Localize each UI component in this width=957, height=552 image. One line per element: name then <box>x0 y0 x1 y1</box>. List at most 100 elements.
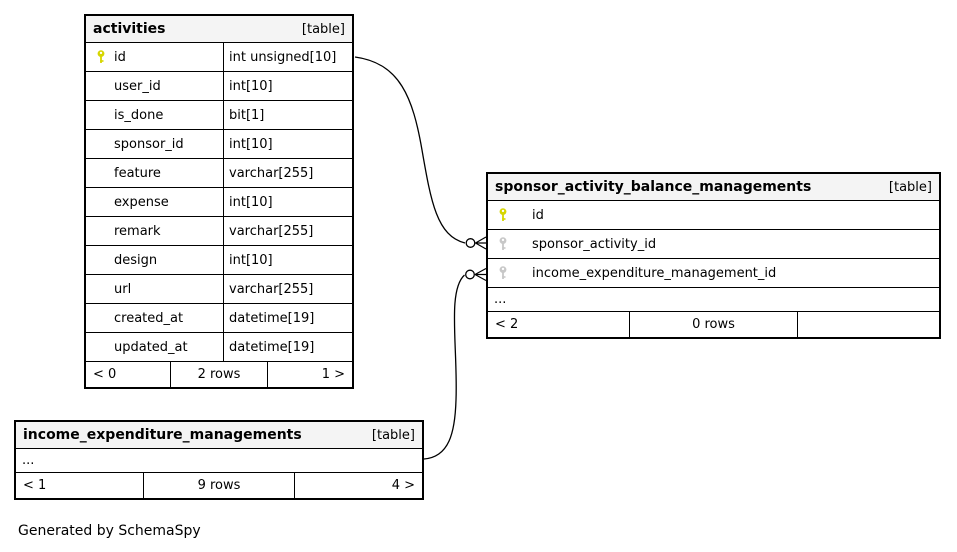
table-name[interactable]: activities <box>93 21 166 37</box>
column-name: sponsor_activity_id <box>532 236 657 252</box>
footer-prev-degree: < 0 <box>93 367 117 382</box>
column-name-cell: is_done <box>86 101 223 129</box>
generator-footnote: Generated by SchemaSpy <box>18 523 201 539</box>
column-row: design int[10] <box>86 245 352 274</box>
column-type: int[10] <box>223 188 352 216</box>
column-row: remark varchar[255] <box>86 216 352 245</box>
column-name-cell: id <box>86 43 223 71</box>
footer-next-degree <box>798 312 939 337</box>
footer-row-count: 2 rows <box>169 362 269 387</box>
column-name: user_id <box>114 78 161 94</box>
column-name: updated_at <box>114 339 188 355</box>
column-type: varchar[255] <box>223 159 352 187</box>
relationship-line-activities-to-sponsor-balance <box>354 56 487 250</box>
column-row: id <box>488 201 939 229</box>
footer-prev-degree: < 1 <box>23 478 47 493</box>
column-name: expense <box>114 194 169 210</box>
foreign-key-icon <box>498 236 509 253</box>
key-icon-spacer <box>96 252 107 269</box>
footer-next-degree: 1 > <box>321 367 345 382</box>
column-name-cell: url <box>86 275 223 303</box>
column-name: design <box>114 252 158 268</box>
relationship-line-income-managements-to-sponsor-balance <box>423 267 487 460</box>
column-name: created_at <box>114 310 184 326</box>
column-name: sponsor_id <box>114 136 184 152</box>
table-header: activities [table] <box>86 16 352 43</box>
table-activities: activities [table] id int unsigned[10] u… <box>84 14 354 389</box>
column-type: int[10] <box>223 246 352 274</box>
column-name-cell: income_expenditure_management_id <box>488 259 776 287</box>
column-type: int unsigned[10] <box>223 43 352 71</box>
column-name-cell: id <box>488 201 544 229</box>
key-icon-spacer <box>96 223 107 240</box>
column-row: user_id int[10] <box>86 71 352 100</box>
column-name: feature <box>114 165 161 181</box>
column-row: created_at datetime[19] <box>86 303 352 332</box>
column-name-cell: user_id <box>86 72 223 100</box>
column-name-cell: updated_at <box>86 333 223 361</box>
column-name-cell: remark <box>86 217 223 245</box>
foreign-key-icon <box>498 265 509 282</box>
table-header: income_expenditure_managements [table] <box>16 422 422 449</box>
table-type-tag: [table] <box>888 179 932 195</box>
column-row: income_expenditure_management_id <box>488 258 939 287</box>
column-name-cell: sponsor_id <box>86 130 223 158</box>
column-rows: id int unsigned[10] user_id int[10] is_d… <box>86 43 352 361</box>
column-name: id <box>532 207 544 223</box>
column-type: varchar[255] <box>223 217 352 245</box>
column-row: feature varchar[255] <box>86 158 352 187</box>
table-type-tag: [table] <box>371 427 415 443</box>
column-type: bit[1] <box>223 101 352 129</box>
column-row: is_done bit[1] <box>86 100 352 129</box>
table-income-expenditure-managements: income_expenditure_managements [table] .… <box>14 420 424 500</box>
column-type: int[10] <box>223 72 352 100</box>
column-name-cell: expense <box>86 188 223 216</box>
column-row: id int unsigned[10] <box>86 43 352 71</box>
column-name: remark <box>114 223 161 239</box>
column-rows: id sponsor_activity_id income_expenditur… <box>488 201 939 287</box>
column-row: url varchar[255] <box>86 274 352 303</box>
table-footer: < 2 0 rows <box>488 311 939 337</box>
key-icon-spacer <box>96 339 107 356</box>
column-name-cell: sponsor_activity_id <box>488 230 656 258</box>
footer-prev-degree: < 2 <box>495 317 519 332</box>
column-name: url <box>114 281 132 297</box>
zero-or-one-circle-icon <box>465 238 476 248</box>
column-type: datetime[19] <box>223 333 352 361</box>
key-icon-spacer <box>96 194 107 211</box>
column-name: is_done <box>114 107 164 123</box>
table-footer: < 0 2 rows 1 > <box>86 361 352 387</box>
footer-next-degree: 4 > <box>391 478 415 493</box>
table-name[interactable]: income_expenditure_managements <box>23 427 302 443</box>
column-row: sponsor_activity_id <box>488 229 939 258</box>
column-row: expense int[10] <box>86 187 352 216</box>
primary-key-icon <box>96 49 107 66</box>
key-icon-spacer <box>96 78 107 95</box>
column-name: id <box>114 49 126 65</box>
column-type: datetime[19] <box>223 304 352 332</box>
table-type-tag: [table] <box>301 21 345 37</box>
crow-foot-arrow-icon <box>474 267 487 282</box>
table-footer: < 1 9 rows 4 > <box>16 472 422 498</box>
column-type: varchar[255] <box>223 275 352 303</box>
column-row: sponsor_id int[10] <box>86 129 352 158</box>
key-icon-spacer <box>96 136 107 153</box>
table-name[interactable]: sponsor_activity_balance_managements <box>495 179 812 195</box>
primary-key-icon <box>498 207 509 224</box>
footer-row-count: 0 rows <box>628 312 799 337</box>
column-name-cell: feature <box>86 159 223 187</box>
key-icon-spacer <box>96 281 107 298</box>
column-type: int[10] <box>223 130 352 158</box>
column-name-cell: design <box>86 246 223 274</box>
key-icon-spacer <box>96 107 107 124</box>
column-row: updated_at datetime[19] <box>86 332 352 361</box>
key-icon-spacer <box>96 310 107 327</box>
table-header: sponsor_activity_balance_managements [ta… <box>488 174 939 201</box>
column-name: income_expenditure_management_id <box>532 265 777 281</box>
crow-foot-arrow-icon <box>475 236 487 250</box>
hidden-columns-ellipsis: ... <box>22 453 35 468</box>
key-icon-spacer <box>96 165 107 182</box>
column-name-cell: created_at <box>86 304 223 332</box>
table-sponsor-activity-balance-managements: sponsor_activity_balance_managements [ta… <box>486 172 941 339</box>
